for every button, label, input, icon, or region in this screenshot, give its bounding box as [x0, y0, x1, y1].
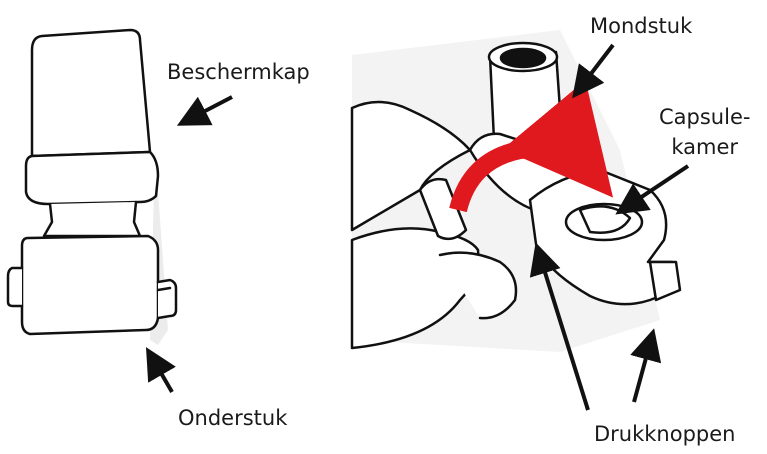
- cap-band: [26, 152, 158, 204]
- open-inhaler: [352, 30, 680, 352]
- label-beschermkap: Beschermkap: [167, 60, 310, 84]
- label-capsulekamer-line1: Capsule-: [659, 102, 750, 132]
- left-button: [8, 268, 22, 306]
- right-button: [158, 280, 176, 318]
- arrow-drukknop-right: [634, 336, 652, 402]
- neck: [44, 202, 140, 236]
- label-mondstuk: Mondstuk: [590, 14, 692, 38]
- arrow-onderstuk: [150, 354, 172, 392]
- label-capsulekamer: Capsule- kamer: [659, 102, 750, 162]
- base-body: [22, 236, 158, 334]
- label-drukknoppen: Drukknoppen: [594, 422, 735, 446]
- label-onderstuk: Onderstuk: [178, 406, 287, 430]
- cap-body: [32, 30, 150, 156]
- closed-inhaler: [8, 30, 176, 345]
- right-press-button: [650, 262, 680, 300]
- arrow-beschermkap: [184, 97, 232, 122]
- arrow-mondstuk: [577, 45, 613, 92]
- label-capsulekamer-line2: kamer: [659, 132, 750, 162]
